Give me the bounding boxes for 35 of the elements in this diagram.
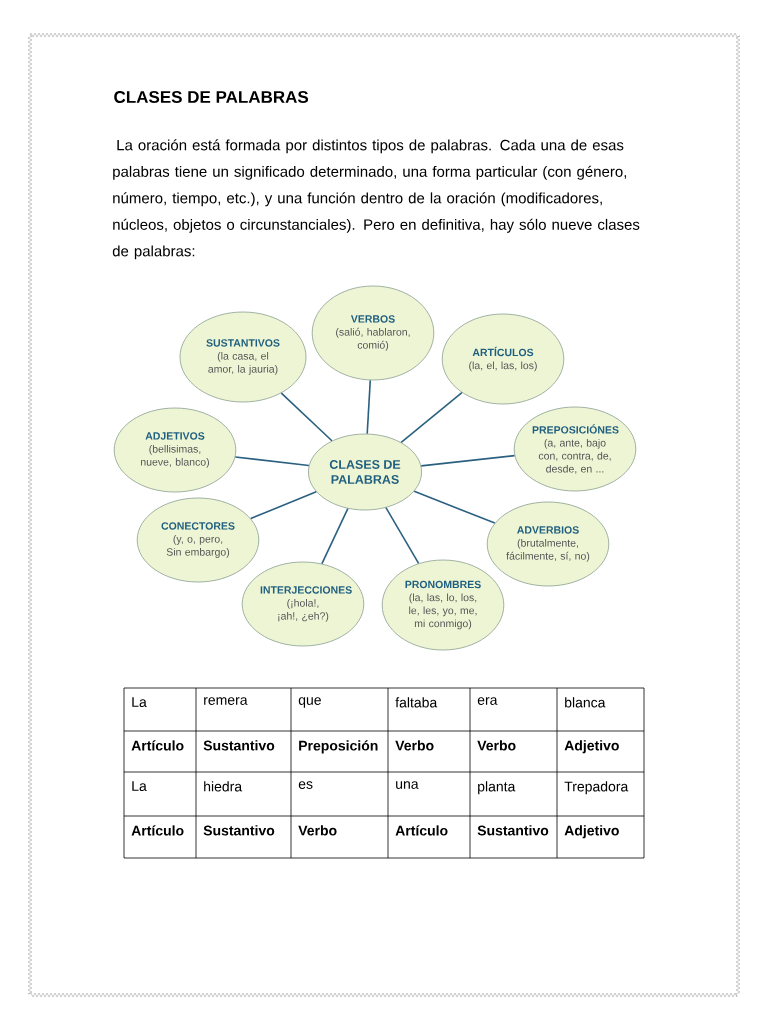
- table-cell: Adjetivo: [564, 740, 619, 754]
- paragraph: La oración está formada por distintos tipos de palabras. Cada una de esas palabras tiene un significado determinado, una forma particular (con género, número, tiempo, etc.), y una función dentro de la oración (modificadores, núcleos, objetos o circunstanciales). Pero en definitiva, hay sólo nueve clases de palabras:: [112, 139, 640, 260]
- connector-line: [400, 391, 463, 444]
- connector-line: [420, 454, 516, 467]
- table-cell: una: [396, 781, 419, 789]
- connector-line: [321, 507, 349, 565]
- connector-line: [234, 456, 310, 467]
- connector-line: [249, 491, 318, 520]
- table-cell: remera: [204, 697, 248, 705]
- table-cell: Verbo: [477, 740, 516, 751]
- table-cell: blanca: [565, 697, 606, 708]
- table-cell: era: [477, 697, 498, 705]
- table-cell: faltaba: [395, 697, 438, 708]
- table-cell: Trepadora: [564, 781, 629, 795]
- table-cell: Preposición: [299, 740, 378, 754]
- connector-line: [366, 379, 372, 435]
- table-cell: Adjetivo: [564, 825, 619, 839]
- table-cell: es: [298, 781, 313, 789]
- table-cell: Verbo: [298, 825, 337, 836]
- connector-line: [385, 506, 420, 565]
- table-cell: Sustantivo: [203, 740, 275, 751]
- table-cell: Artículo: [131, 825, 184, 836]
- table-cell: hiedra: [204, 781, 243, 792]
- connector-line: [413, 490, 496, 524]
- table-cell: Sustantivo: [477, 825, 549, 836]
- table-cell: Artículo: [395, 825, 448, 836]
- table-cell: La: [132, 697, 147, 707]
- table-cell: Artículo: [131, 740, 184, 751]
- connector-line: [280, 392, 333, 442]
- table-cell: planta: [478, 781, 516, 795]
- table-cell: Verbo: [395, 740, 434, 751]
- title: CLASES DE PALABRAS: [114, 91, 309, 103]
- table-cell: La: [132, 781, 147, 791]
- table-cell: que: [298, 697, 321, 708]
- table-cell: Sustantivo: [203, 825, 275, 836]
